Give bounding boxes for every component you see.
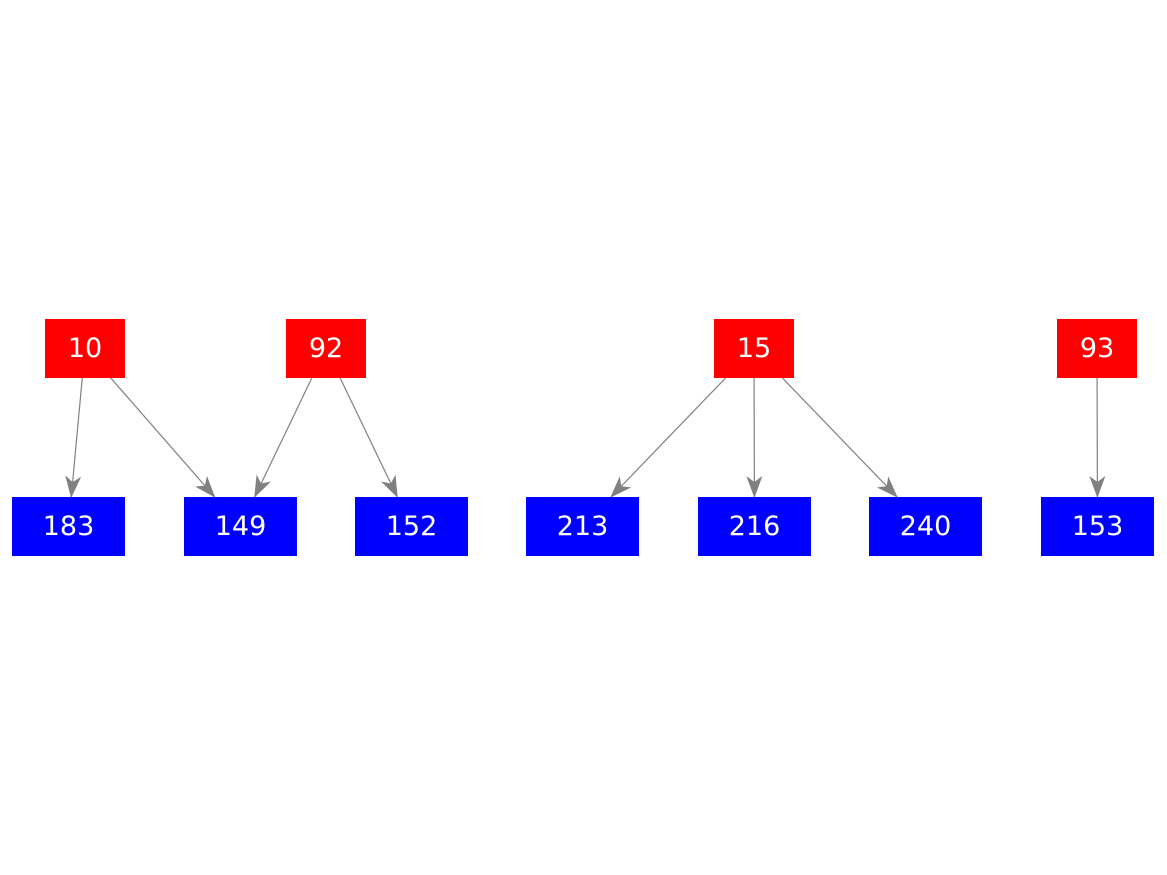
node-10[interactable]: 10	[45, 319, 125, 378]
node-label: 93	[1079, 333, 1115, 364]
node-label: 152	[385, 511, 438, 542]
node-label: 10	[67, 333, 103, 364]
node-label: 149	[214, 511, 267, 542]
node-152[interactable]: 152	[355, 497, 468, 556]
node-240[interactable]: 240	[869, 497, 982, 556]
node-213[interactable]: 213	[526, 497, 639, 556]
node-153[interactable]: 153	[1041, 497, 1154, 556]
node-92[interactable]: 92	[286, 319, 366, 378]
node-label: 240	[899, 511, 952, 542]
node-183[interactable]: 183	[12, 497, 125, 556]
edge-10-to-149	[110, 377, 216, 498]
node-label: 216	[728, 511, 781, 542]
node-93[interactable]: 93	[1057, 319, 1137, 378]
node-label: 15	[736, 333, 772, 364]
node-216[interactable]: 216	[698, 497, 811, 556]
edge-15-to-213	[610, 377, 727, 498]
node-label: 183	[42, 511, 95, 542]
node-label: 92	[308, 333, 344, 364]
edge-15-to-240	[781, 377, 898, 498]
edge-92-to-149	[254, 377, 313, 498]
edge-10-to-183	[65, 377, 83, 498]
node-label: 153	[1071, 511, 1124, 542]
node-label: 213	[556, 511, 609, 542]
edge-92-to-152	[339, 377, 398, 498]
node-149[interactable]: 149	[184, 497, 297, 556]
node-15[interactable]: 15	[714, 319, 794, 378]
